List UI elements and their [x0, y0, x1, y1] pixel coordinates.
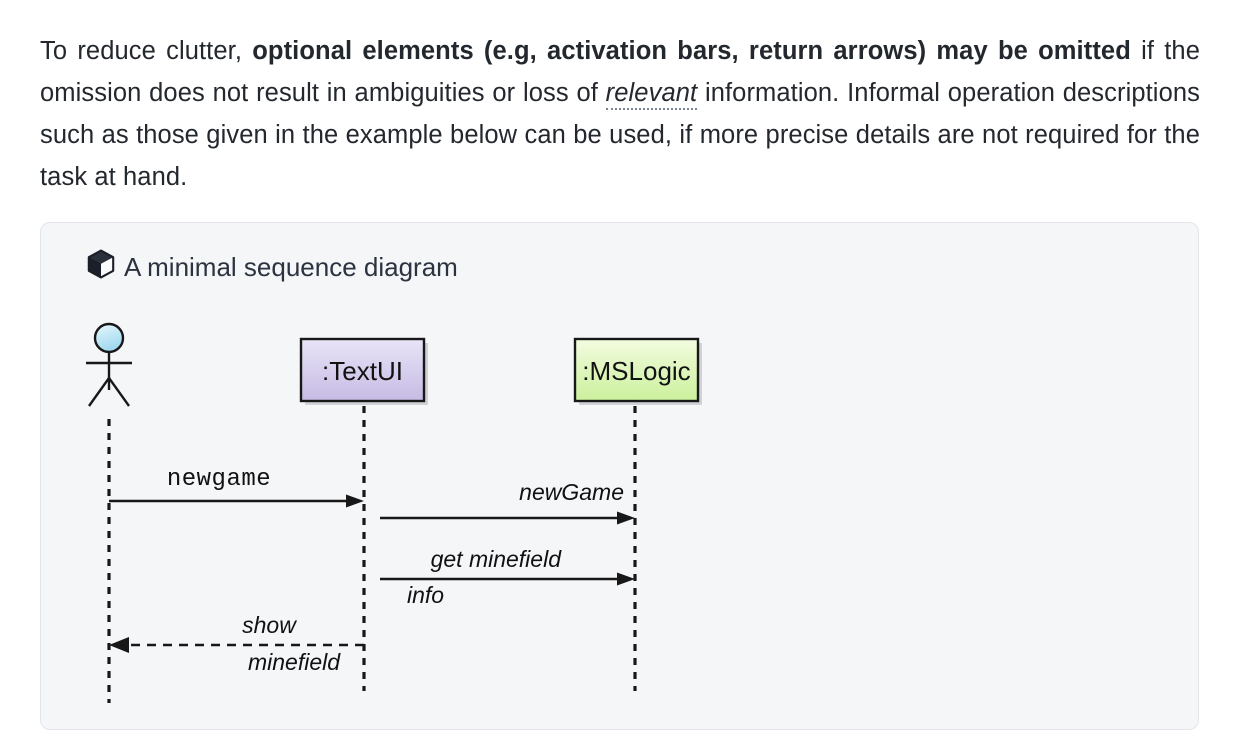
participant-textui[interactable]: :TextUI: [299, 337, 428, 405]
message-get-minefield-info[interactable]: get minefield info: [380, 546, 635, 608]
intro-paragraph: To reduce clutter, optional elements (e.…: [40, 30, 1200, 198]
paragraph-text-part3: information. Informal operation descript…: [40, 79, 1200, 191]
sequence-diagram-canvas: :TextUI :MSLogic newgame newGame: [86, 322, 702, 703]
actor-leg-right: [108, 377, 130, 407]
diagram-card: A minimal sequence diagram: [40, 222, 1199, 730]
message-show-minefield[interactable]: show minefield: [109, 612, 364, 675]
message-newgame-label: newgame: [167, 466, 271, 493]
message-get-minefield-info-arrowhead: [617, 572, 635, 586]
message-show-minefield-label-line2: minefield: [248, 649, 341, 675]
diagram-card-header: A minimal sequence diagram: [87, 249, 458, 284]
message-show-minefield-label-line1: show: [242, 612, 297, 638]
paragraph-bold-phrase: optional elements (e.g, activation bars,…: [252, 37, 1131, 65]
diagram-title: A minimal sequence diagram: [124, 251, 458, 282]
paragraph-text-part1: To reduce clutter,: [40, 37, 253, 65]
relevant-tooltip-term[interactable]: relevant: [605, 79, 698, 110]
participant-actor[interactable]: [86, 322, 132, 407]
message-newgame[interactable]: newgame: [109, 466, 364, 508]
textui-box: [299, 337, 426, 403]
textui-box-label: :TextUI: [322, 356, 403, 386]
message-newgame-arrowhead: [346, 494, 364, 508]
message-show-minefield-arrowhead: [109, 637, 129, 653]
mslogic-box: [573, 337, 700, 403]
actor-head-icon: [93, 322, 125, 354]
message-get-minefield-info-label-line1: get minefield: [431, 546, 563, 572]
participant-mslogic[interactable]: :MSLogic: [573, 337, 702, 405]
mslogic-box-label: :MSLogic: [582, 356, 690, 386]
message-newgame2-arrowhead: [617, 511, 635, 525]
cube-icon: [87, 249, 115, 284]
message-get-minefield-info-label-line2: info: [407, 582, 444, 608]
paragraph-text-part2: if the omission does not result in ambig…: [40, 37, 1200, 107]
actor-leg-left: [88, 377, 110, 407]
message-newgame2-label: newGame: [519, 479, 624, 505]
message-newgame2[interactable]: newGame: [380, 479, 635, 525]
